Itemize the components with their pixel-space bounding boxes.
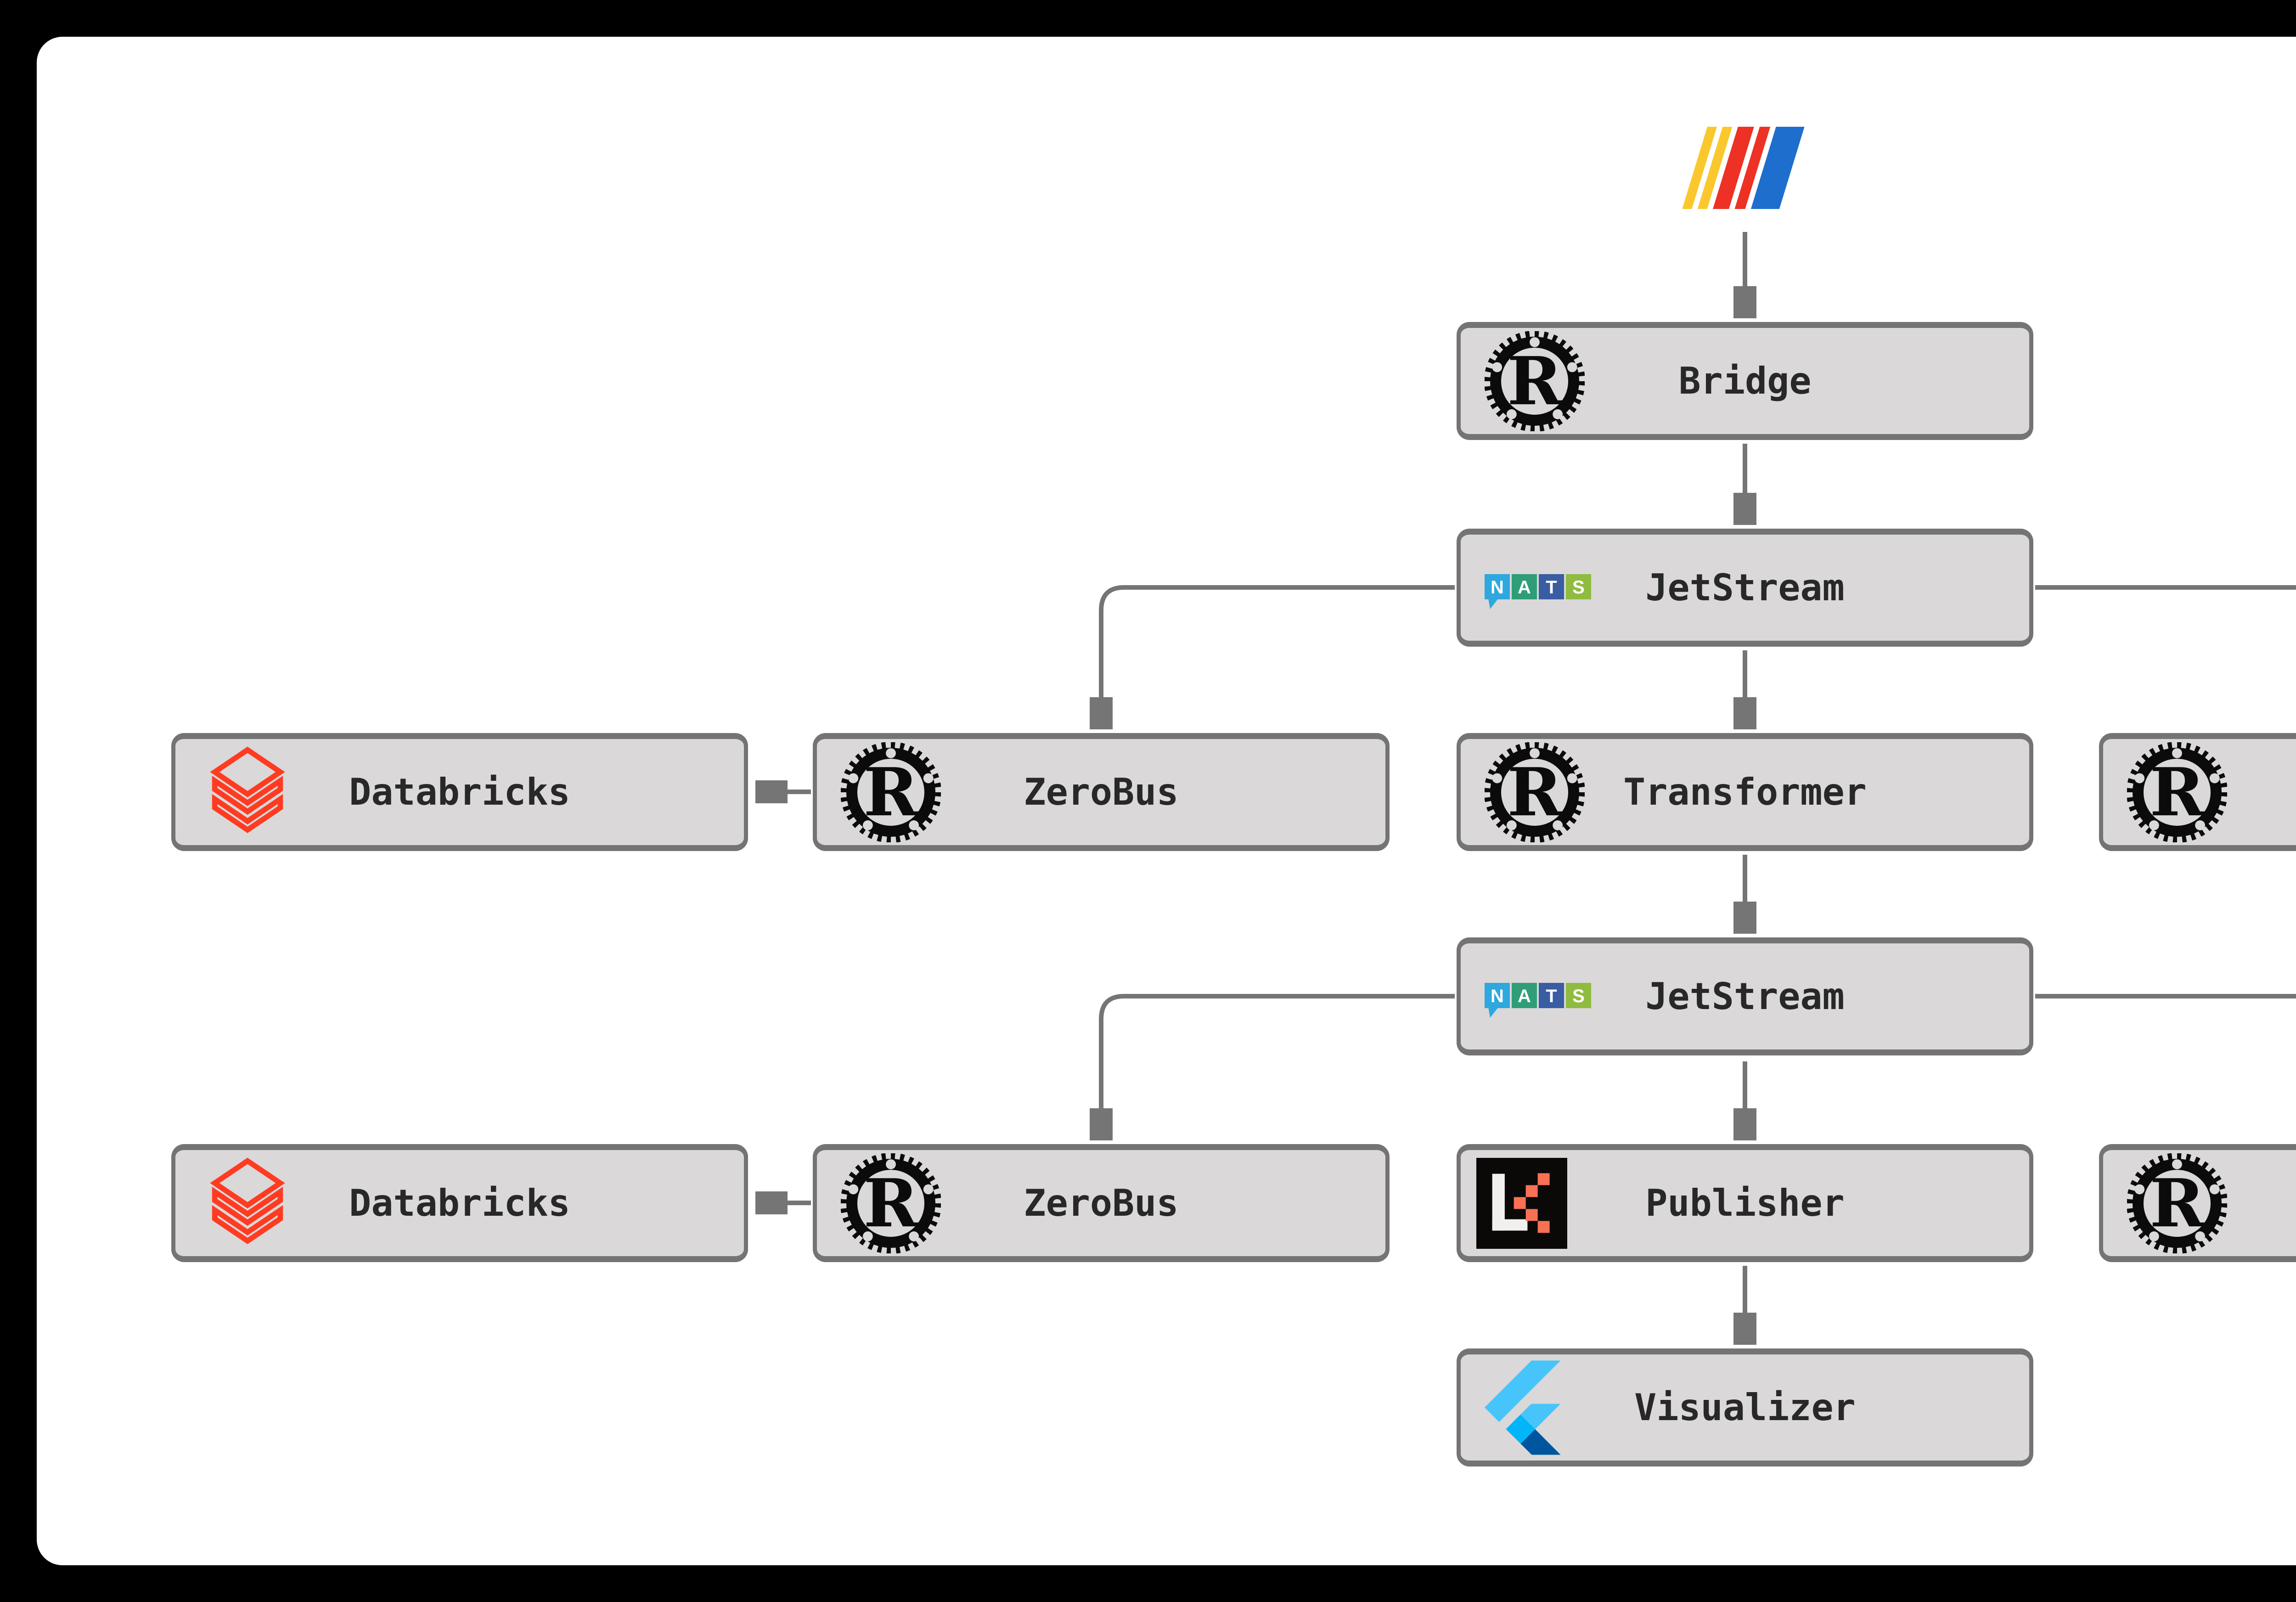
node-azure-top: Azure: [2099, 733, 2296, 851]
edge-jetstream-bottom-azure-bottom: [2035, 994, 2296, 998]
node-label: JetStream: [1645, 975, 1845, 1018]
node-label: ZeroBus: [1024, 1182, 1179, 1224]
edge-jetstream-bottom-zerobus-bottom: [1101, 994, 1455, 1136]
node-bridge: Bridge: [1457, 322, 2033, 440]
node-label: JetStream: [1645, 566, 1845, 609]
node-label: Azure: [2103, 739, 2296, 845]
node-label: Transformer: [1623, 771, 1867, 813]
node-label: Publisher: [1645, 1182, 1845, 1224]
node-jetstream-bottom: JetStream: [1457, 937, 2033, 1055]
node-jetstream-top: JetStream: [1457, 529, 2033, 647]
node-label: ZeroBus: [1024, 771, 1179, 813]
node-azure-bottom: Azure: [2099, 1144, 2296, 1262]
node-zerobus-top: ZeroBus: [813, 733, 1390, 851]
nascar-stripes-icon: [1682, 202, 1805, 211]
node-label: Azure: [2103, 1150, 2296, 1256]
node-label: Visualizer: [1634, 1386, 1856, 1429]
edge-jetstream-top-zerobus-top: [1101, 585, 1455, 725]
node-databricks-top: Databricks: [171, 733, 748, 851]
node-publisher: Publisher: [1457, 1144, 2033, 1262]
nascar-logo: [1682, 127, 1805, 209]
node-label: Databricks: [349, 771, 570, 813]
node-databricks-bottom: Databricks: [171, 1144, 748, 1262]
edge-jetstream-top-azure-top: [2035, 585, 2296, 590]
node-transformer: Transformer: [1457, 733, 2033, 851]
node-visualizer: Visualizer: [1457, 1348, 2033, 1467]
node-label: Databricks: [349, 1182, 570, 1224]
node-label: Bridge: [1678, 360, 1812, 402]
node-zerobus-bottom: ZeroBus: [813, 1144, 1390, 1262]
